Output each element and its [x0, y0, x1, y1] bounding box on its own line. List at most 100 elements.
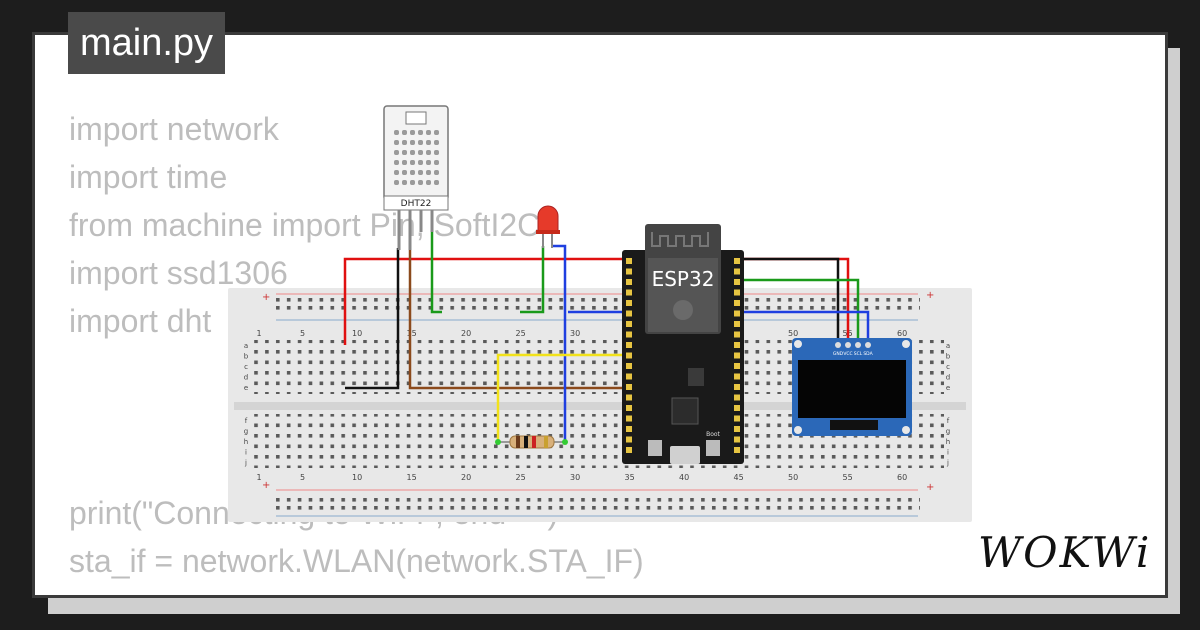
esp32-pin	[734, 415, 740, 422]
dht22-vent-hole	[426, 160, 431, 165]
esp32-pin	[626, 405, 632, 411]
esp32-pin	[734, 331, 740, 338]
column-number: 50	[788, 329, 798, 338]
dht22-vent-hole	[394, 160, 399, 165]
column-number: 5	[300, 329, 305, 338]
espressif-logo-icon	[673, 300, 693, 320]
dht22-vent-hole	[410, 150, 415, 155]
row-letter: c	[244, 363, 248, 371]
dht22-vent-hole	[418, 130, 423, 135]
dht22-label-plate	[383, 195, 449, 211]
wire-green-led	[520, 246, 545, 314]
esp32-board[interactable]: ESP32 Boot	[622, 224, 744, 464]
wire-black-oled-gnd	[740, 257, 840, 345]
usb-port	[670, 446, 700, 464]
row-letter: d	[244, 374, 248, 382]
esp32-pin	[734, 289, 740, 296]
dht22-vent-hole	[426, 130, 431, 135]
red-led[interactable]	[536, 205, 560, 248]
row-letter: a	[244, 342, 248, 350]
row-letter: j	[244, 459, 247, 467]
esp32-chip	[671, 397, 699, 425]
dht22-vent-hole	[434, 150, 439, 155]
dht22-vent-hole	[418, 160, 423, 165]
oled-display[interactable]: GND VCC SCL SDA	[792, 338, 912, 436]
rail-plus-label-br: +	[926, 482, 934, 493]
esp32-pin	[734, 352, 740, 359]
en-button[interactable]	[648, 440, 662, 456]
resistor-band-2	[524, 436, 528, 448]
boot-label: Boot	[706, 431, 720, 438]
esp32-pin	[626, 321, 632, 327]
esp32-antenna	[651, 232, 709, 247]
oled-pin-sda	[865, 342, 871, 348]
oled-mount-br	[902, 426, 910, 434]
code-line: sta_if.active(True)	[69, 585, 1165, 595]
esp32-pin	[626, 300, 632, 306]
dht22-vent-hole	[410, 130, 415, 135]
esp32-pin	[626, 363, 632, 369]
code-line: import network	[69, 111, 279, 147]
resistor[interactable]	[495, 435, 568, 449]
column-number: 1	[256, 473, 261, 482]
dht22-sensor[interactable]: DHT22	[383, 105, 449, 250]
dht22-vent-hole	[402, 150, 407, 155]
dht22-vent-hole	[410, 160, 415, 165]
wire-red-vcc	[343, 257, 850, 345]
dht22-vent-grid	[394, 130, 439, 185]
column-number: 25	[516, 473, 526, 482]
wire-black-gnd	[345, 248, 400, 390]
row-letter: c	[946, 363, 950, 371]
dht22-vent-hole	[426, 150, 431, 155]
row-letter: d	[946, 374, 950, 382]
row-letter: b	[244, 353, 249, 361]
esp32-pin	[734, 405, 740, 411]
esp32-pin	[734, 310, 740, 317]
code-line: import dht	[69, 303, 212, 339]
column-number: 25	[516, 329, 526, 338]
oled-mount-bl	[794, 426, 802, 434]
row-letter: f	[947, 417, 950, 425]
dht22-vent-hole	[418, 140, 423, 145]
esp32-pin	[626, 426, 632, 432]
rail-plus-label-tr: +	[926, 290, 934, 301]
file-tab[interactable]: main.py	[68, 12, 226, 74]
column-number: 5	[300, 473, 305, 482]
resistor-band-1	[516, 436, 520, 448]
led-body	[537, 205, 559, 233]
column-number: 20	[461, 329, 471, 338]
wire-blue-led	[552, 244, 567, 442]
esp32-pin	[734, 436, 740, 443]
boot-button[interactable]	[706, 440, 720, 456]
column-number: 60	[897, 329, 907, 338]
oled-screen	[798, 360, 906, 418]
dht22-vent-hole	[418, 150, 423, 155]
dht22-pins	[397, 210, 434, 250]
dht22-vent-hole	[434, 130, 439, 135]
column-number: 1	[256, 329, 261, 338]
esp32-pin	[734, 447, 740, 453]
led-rim	[536, 230, 560, 234]
dht22-vent-hole	[394, 150, 399, 155]
wire-green-dht	[430, 232, 442, 314]
column-number: 55	[843, 473, 853, 482]
esp32-pin	[626, 384, 632, 390]
column-number: 60	[897, 473, 907, 482]
esp32-pin	[626, 342, 632, 348]
dht22-vent-hole	[394, 130, 399, 135]
esp32-pin	[734, 268, 740, 275]
esp32-regulator	[688, 368, 704, 386]
esp32-pin	[626, 436, 632, 443]
wire-green-scl	[740, 278, 860, 345]
column-number: 15	[407, 329, 417, 338]
dht22-vent-hole	[410, 140, 415, 145]
row-letter: a	[946, 342, 950, 350]
row-letter: h	[946, 438, 950, 446]
oled-pin-label-vcc: VCC	[843, 351, 852, 357]
dht22-label: DHT22	[401, 199, 432, 209]
column-number: 35	[625, 473, 635, 482]
code-line: import ssd1306	[69, 255, 288, 291]
column-number: 30	[570, 473, 580, 482]
